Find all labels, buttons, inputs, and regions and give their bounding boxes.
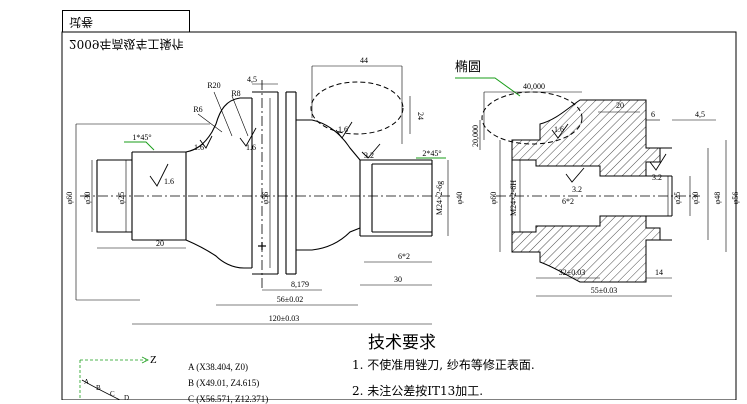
dim-right-d25: φ25 xyxy=(673,192,682,205)
dim-left-d60: φ60 xyxy=(65,192,74,205)
dim-left-r8: R8 xyxy=(231,89,240,98)
axis-c-label: C xyxy=(110,390,115,398)
axis-z-label: Z xyxy=(150,354,157,366)
point-c-coord: (X56.571, Z12.371) xyxy=(196,394,269,404)
requirement-item-1: 1. 不使准用锉刀, 纱布等修正表面. xyxy=(352,358,535,372)
point-c: C (X56.571, Z12.371) xyxy=(188,394,268,404)
point-b: B (X49.01, Z4.615) xyxy=(188,378,259,388)
dim-left-len4-5: 4,5 xyxy=(247,75,257,84)
axis-d-label: D xyxy=(124,394,129,400)
dim-left-len8: 8,179 xyxy=(291,280,309,289)
right-sleeve-section xyxy=(511,99,661,283)
point-a-coord: (X38.404, Z0) xyxy=(196,362,249,372)
drawing-title: 2009年高级车工操作试卷 xyxy=(62,10,190,51)
dim-left-m24: M24×2-6g xyxy=(435,181,444,215)
dim-right-len6: 6 xyxy=(651,110,655,119)
point-b-coord: (X49.01, Z4.615) xyxy=(196,378,260,388)
point-a: A (X38.404, Z0) xyxy=(188,362,248,372)
green-leaders xyxy=(124,77,521,159)
rough-left-e: 3.2 xyxy=(364,151,374,160)
dim-right-len20b: 20,000 xyxy=(471,125,480,147)
point-b-label: B xyxy=(188,378,195,388)
dim-right-len6x2: 6*2 xyxy=(562,197,574,206)
right-dimension-labels: φ60 M24×2-6H φ25 φ30 φ48 φ56 40,000 20 2… xyxy=(471,82,740,295)
right-ellipse xyxy=(481,91,583,145)
dim-left-r20: R20 xyxy=(207,81,220,90)
dim-left-len6x2: 6*2 xyxy=(398,252,410,261)
ellipse-label: 椭圆 xyxy=(455,60,482,75)
right-dimension-lines xyxy=(479,91,727,297)
rough-left-a: 1.6 xyxy=(164,177,174,186)
point-a-label: A xyxy=(188,362,195,372)
left-dimension-lines xyxy=(75,65,449,325)
dim-left-len120: 120±0.03 xyxy=(269,314,299,323)
rough-left-d: 1.6 xyxy=(338,125,348,134)
dim-right-len14: 14 xyxy=(655,268,663,277)
dim-left-len30: 30 xyxy=(394,275,402,284)
dim-left-d56: φ56 xyxy=(261,192,270,205)
left-dimension-labels: φ60 φ30 φ25 φ56 φ40 M24×2-6g 20 8,179 56… xyxy=(65,56,464,323)
axis-labels: Z A B C D xyxy=(84,354,157,400)
rough-right-a: 1.6 xyxy=(554,125,564,134)
dim-left-len20: 20 xyxy=(156,239,164,248)
axis-b-label: B xyxy=(96,384,101,392)
dim-right-len4-5: 4,5 xyxy=(695,110,705,119)
dim-right-d60: φ60 xyxy=(489,192,498,205)
left-centerline xyxy=(80,80,452,290)
left-shaft-ellipse xyxy=(310,81,404,135)
rough-left-b: 1.6 xyxy=(194,143,204,152)
right-sleeve-outline xyxy=(511,147,673,241)
drawing-title-text: 2009年高级车工操作试卷 xyxy=(69,15,184,51)
dim-right-d30: φ30 xyxy=(691,192,700,205)
dim-right-d48: φ48 xyxy=(713,192,722,205)
dim-right-len32: 32±0.03 xyxy=(559,268,585,277)
dim-left-r6: R6 xyxy=(193,105,202,114)
axis-a-label: A xyxy=(84,378,89,386)
dim-left-ch1: 1*45° xyxy=(132,133,151,142)
dim-right-len55: 55±0.03 xyxy=(591,286,617,295)
dim-left-len44: 44 xyxy=(360,56,368,65)
drawing-border xyxy=(61,31,737,400)
dim-right-m24: M24×2-6H xyxy=(509,180,518,216)
requirement-item-2: 2. 未注公差按IT13加工. xyxy=(352,384,484,398)
left-cross-mark xyxy=(258,242,266,250)
left-shaft-outline xyxy=(96,91,433,275)
requirements-heading: 技术要求 xyxy=(368,333,436,353)
coordinate-diagram xyxy=(79,356,149,400)
dim-right-len20: 20 xyxy=(616,101,624,110)
rough-right-c: 3.2 xyxy=(652,173,662,182)
point-c-label: C xyxy=(188,394,195,404)
dim-left-len56: 56±0.02 xyxy=(277,295,303,304)
dim-left-d25: φ25 xyxy=(117,192,126,205)
dim-right-len40: 40,000 xyxy=(523,82,545,91)
dim-left-len24: 24 xyxy=(416,112,425,120)
dim-left-d30: φ30 xyxy=(83,192,92,205)
left-chamfer-leaders xyxy=(197,91,249,137)
dim-right-d56: φ56 xyxy=(731,192,740,205)
rough-left-c: 1.6 xyxy=(246,143,256,152)
dim-left-d40: φ40 xyxy=(455,192,464,205)
rough-right-b: 3.2 xyxy=(572,185,582,194)
dim-left-ch2: 2*45° xyxy=(422,149,441,158)
